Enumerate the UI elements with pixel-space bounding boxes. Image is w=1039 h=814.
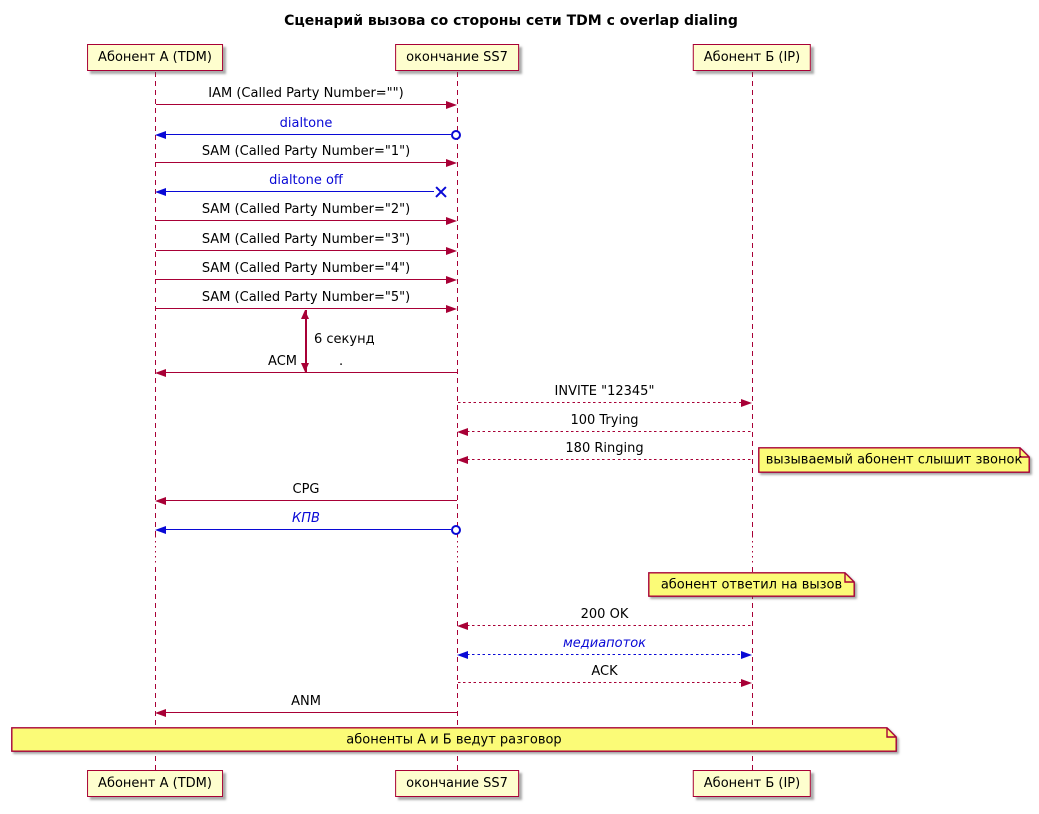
arrowhead-icon (446, 276, 457, 284)
message-label: ACM (268, 354, 297, 369)
arrowhead-icon (155, 369, 166, 377)
message-line (467, 654, 742, 656)
arrowhead-icon (446, 101, 457, 109)
note: абонент ответил на вызов (648, 572, 855, 597)
duration-arrow (305, 310, 307, 372)
note-text: абоненты А и Б ведут разговор (346, 732, 562, 747)
arrowhead-icon (457, 428, 468, 436)
message-label: 100 Trying (570, 413, 639, 428)
delay-mask-SS7 (454, 536, 461, 566)
participant-box-SS7-top: окончание SS7 (395, 44, 519, 71)
message-label: 180 Ringing (565, 441, 644, 456)
diagram-title: Сценарий вызова со стороны сети TDM с ov… (284, 13, 738, 29)
message-line (165, 372, 457, 374)
message-line (458, 682, 742, 684)
arrowhead-icon (155, 497, 166, 505)
participant-box-B-top: Абонент Б (IP) (692, 44, 812, 71)
delay-dots-icon (154, 536, 156, 566)
message-line (165, 500, 457, 502)
note-fold-icon (1019, 447, 1030, 458)
message-label: dialtone (279, 116, 333, 131)
message-label: SAM (Called Party Number="5") (201, 290, 411, 305)
message-label: INVITE "12345" (554, 384, 655, 399)
message-label: dialtone off (269, 173, 343, 188)
message-label: медиапоток (562, 636, 647, 651)
message-label: IAM (Called Party Number="") (208, 86, 404, 101)
arrowhead-icon (741, 679, 752, 687)
note: абоненты А и Б ведут разговор (11, 727, 897, 752)
arrowhead-icon (457, 622, 468, 630)
participant-box-B-bottom: Абонент Б (IP) (692, 770, 812, 797)
message-line (467, 459, 752, 461)
participant-box-SS7-bottom: окончание SS7 (395, 770, 519, 797)
arrowhead-icon (446, 159, 457, 167)
participant-box-A-bottom: Абонент А (TDM) (87, 770, 223, 797)
message-line (156, 220, 447, 222)
message-label: SAM (Called Party Number="2") (201, 202, 411, 217)
message-label: SAM (Called Party Number="4") (201, 261, 411, 276)
note-text: абонент ответил на вызов (660, 577, 843, 592)
circle-endpoint-icon (451, 130, 461, 140)
message-label: SAM (Called Party Number="3") (201, 232, 411, 247)
arrowhead-icon (457, 456, 468, 464)
delay-mask-A (152, 536, 159, 566)
message-label: SAM (Called Party Number="1") (201, 144, 411, 159)
circle-endpoint-icon (451, 525, 461, 535)
message-label-suffix: . (339, 354, 344, 369)
message-label: 200 OK (580, 607, 629, 622)
message-line (156, 308, 447, 310)
message-line (156, 162, 447, 164)
message-label: CPG (292, 482, 320, 497)
note-text: вызываемый абонент слышит звонок (765, 452, 1023, 468)
delay-dots-icon (456, 536, 458, 566)
message-line (156, 250, 447, 252)
note-fold-icon (844, 572, 855, 583)
arrowhead-icon (446, 247, 457, 255)
arrowhead-icon (446, 305, 457, 313)
delay-dots-icon (751, 536, 753, 566)
message-line (156, 279, 447, 281)
duration-arrow-bottom-icon (301, 363, 309, 372)
arrowhead-icon (741, 399, 752, 407)
arrowhead-icon (741, 651, 752, 659)
message-line (165, 712, 457, 714)
message-label: ANM (291, 694, 321, 709)
note: вызываемый абонент слышит звонок (758, 447, 1030, 473)
message-line (156, 104, 447, 106)
note-shape (648, 572, 855, 597)
arrowhead-icon (155, 526, 166, 534)
message-line (165, 529, 451, 531)
message-line (467, 431, 752, 433)
x-endpoint-icon (434, 185, 448, 199)
note-shape (11, 727, 897, 752)
arrowhead-icon (155, 709, 166, 717)
note-fold-icon (886, 727, 897, 738)
arrowhead-icon (457, 651, 468, 659)
lifeline-A (154, 72, 156, 770)
arrowhead-icon (155, 188, 166, 196)
lifeline-SS7 (456, 72, 458, 770)
arrowhead-icon (446, 217, 457, 225)
participant-box-A-top: Абонент А (TDM) (87, 44, 223, 71)
message-line (165, 134, 451, 136)
duration-label: 6 секунд (314, 332, 375, 347)
note-shape (758, 447, 1030, 473)
lifeline-B (751, 72, 753, 770)
message-label: ACK (591, 664, 618, 679)
message-label: КПВ (292, 511, 320, 526)
arrowhead-icon (155, 131, 166, 139)
delay-mask-B (749, 536, 756, 566)
message-line (458, 402, 742, 404)
duration-arrow-top-icon (301, 310, 309, 319)
message-line (165, 191, 434, 193)
message-line (467, 625, 752, 627)
